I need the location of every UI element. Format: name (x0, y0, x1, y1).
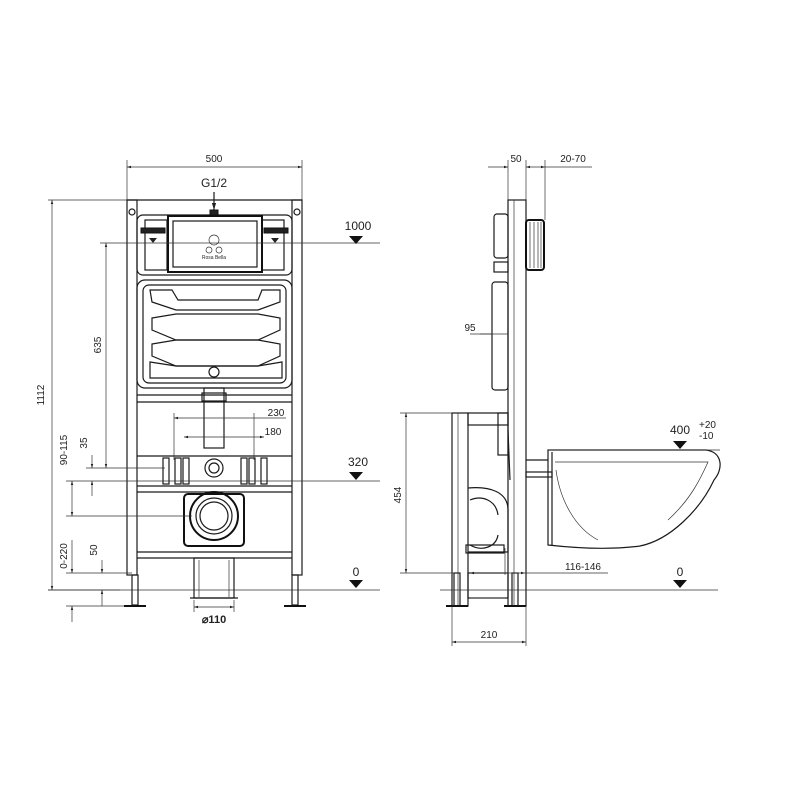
level-320-label: 320 (348, 455, 368, 469)
dim-1112-label: 1112 (36, 384, 47, 405)
side-level-0-label: 0 (677, 565, 684, 579)
level-marker-icon (349, 472, 363, 480)
dim-90-115-label: 90-115 (59, 434, 70, 465)
drain-outlet: ⌀110 (183, 491, 245, 626)
pipe-110-label: ⌀110 (202, 614, 226, 626)
side-dim-210-label: 210 (481, 630, 498, 641)
side-dim-95-label: 95 (464, 323, 476, 334)
level-1000-label: 1000 (345, 219, 372, 233)
dim-635-label: 635 (93, 336, 104, 353)
toilet-bowl (525, 449, 721, 549)
plate-logo-text: Rosa Bella (202, 255, 226, 261)
side-dim-116-146-label: 116-146 (565, 562, 601, 573)
width-500-label: 500 (206, 154, 223, 165)
level-marker-icon (349, 236, 363, 244)
dim-35-label: 35 (79, 437, 90, 449)
level-marker-icon (673, 580, 687, 588)
level-400-minus-label: -10 (699, 431, 714, 442)
dim-180-label: 180 (265, 427, 282, 438)
side-dim-454-label: 454 (393, 486, 404, 503)
cistern-panel: Rosa Bella (136, 209, 293, 449)
level-400-plus-label: +20 (699, 420, 716, 431)
level-0-label: 0 (353, 565, 360, 579)
side-view: 50 20-70 95 (393, 154, 721, 646)
side-dim-50-label: 50 (510, 154, 522, 165)
frame-feet (124, 574, 306, 607)
level-400-label: 400 (670, 423, 690, 437)
side-dim-20-70-label: 20-70 (560, 154, 586, 165)
dim-0-220-label: 0-220 (59, 543, 70, 569)
mounting-bolts (162, 457, 268, 485)
dim-50-label: 50 (89, 544, 100, 556)
level-marker-icon (673, 441, 687, 449)
front-view: 500 G1/2 (36, 154, 380, 626)
dim-230-label: 230 (268, 408, 285, 419)
level-marker-icon (349, 580, 363, 588)
inlet-g12-label: G1/2 (201, 176, 227, 190)
